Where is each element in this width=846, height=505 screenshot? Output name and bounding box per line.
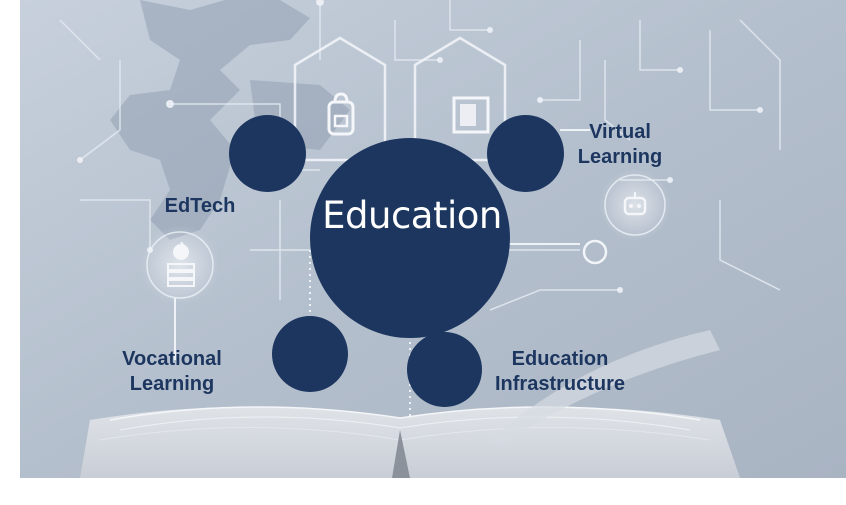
diagram-scene: Education EdTech Virtual Learning Vocati… xyxy=(20,0,846,478)
node-vocational-learning xyxy=(272,316,348,392)
open-book xyxy=(80,330,740,478)
label-infrastructure-line2: Infrastructure xyxy=(494,373,626,395)
apple-books-icon xyxy=(167,242,195,287)
circuit-dots xyxy=(77,0,763,293)
hub-label: Education xyxy=(322,194,502,237)
label-education-infrastructure: Education Infrastructure xyxy=(470,347,650,397)
label-vocational-line1: Vocational xyxy=(122,348,222,370)
label-infrastructure-line1: Education xyxy=(511,348,609,370)
label-edtech: EdTech xyxy=(140,194,260,219)
label-edtech-line1: EdTech xyxy=(164,195,236,217)
label-virtual-line2: Learning xyxy=(577,146,663,168)
node-virtual-learning xyxy=(487,115,564,192)
robot-icon xyxy=(623,192,647,216)
label-vocational-line2: Learning xyxy=(129,373,215,395)
label-virtual-line1: Virtual xyxy=(589,121,651,143)
label-virtual-learning: Virtual Learning xyxy=(560,120,680,170)
hub-node xyxy=(310,138,510,338)
backpack-icon xyxy=(327,92,355,136)
book-icon xyxy=(452,96,490,134)
label-vocational-learning: Vocational Learning xyxy=(107,347,237,397)
node-education-infrastructure xyxy=(407,332,482,407)
node-edtech xyxy=(229,115,306,192)
